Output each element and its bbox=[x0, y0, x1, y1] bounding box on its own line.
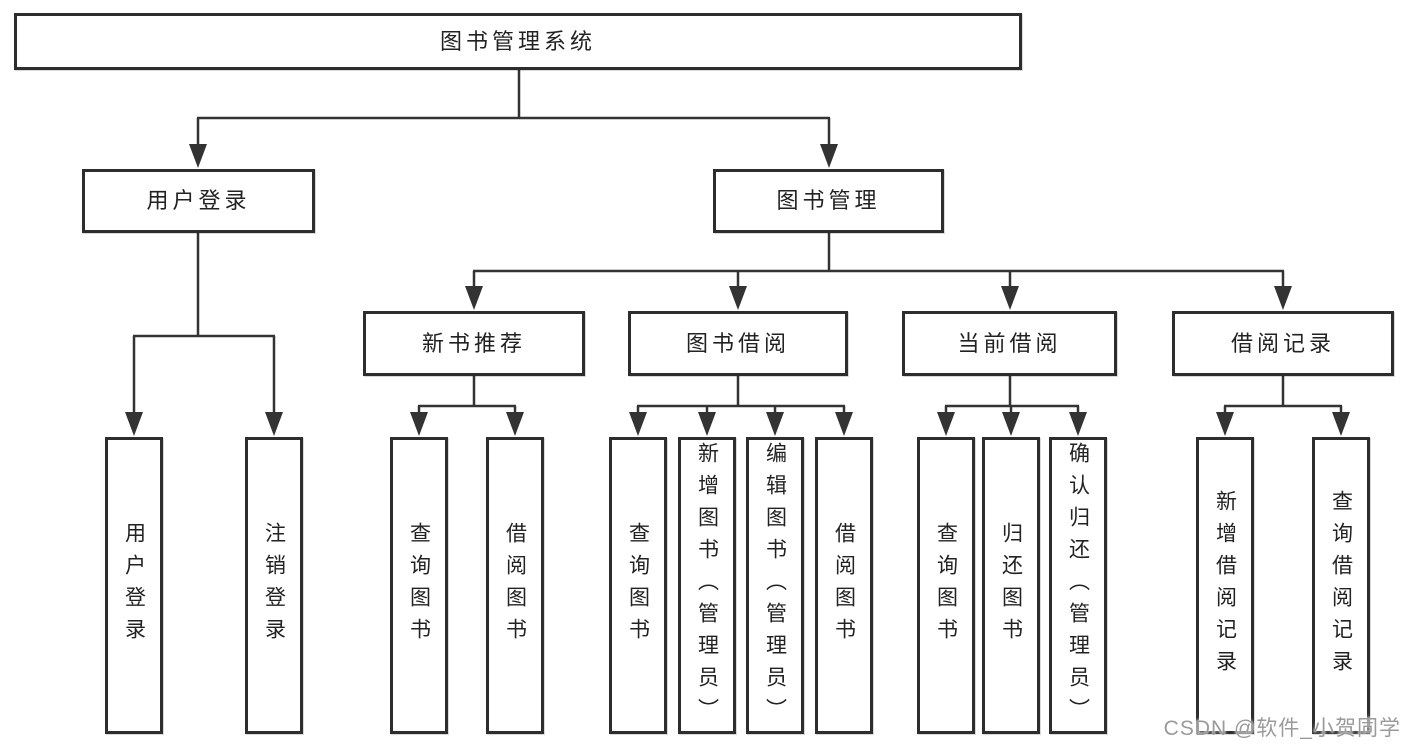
arrow-down-icon bbox=[698, 412, 716, 436]
leaf-query-borrow-record-label: 查询借阅记录 bbox=[1329, 489, 1353, 682]
arrow-down-icon bbox=[937, 412, 955, 436]
leaf-add-borrow-record: 新增借阅记录 bbox=[1196, 437, 1254, 734]
leaf-borrow-books-2: 借阅图书 bbox=[815, 437, 873, 734]
arrow-down-icon bbox=[1332, 412, 1350, 436]
node-user-login: 用户登录 bbox=[82, 169, 315, 233]
node-new-book-recommend-label: 新书推荐 bbox=[421, 330, 526, 356]
leaf-edit-books-admin: 编辑图书（管理员） bbox=[746, 437, 804, 734]
arrow-down-icon bbox=[265, 412, 283, 436]
leaf-borrow-books-1: 借阅图书 bbox=[486, 437, 544, 734]
node-book-borrow-label: 图书借阅 bbox=[685, 330, 790, 356]
leaf-edit-books-admin-label: 编辑图书（管理员） bbox=[763, 441, 787, 730]
node-borrow-records: 借阅记录 bbox=[1172, 311, 1394, 376]
arrow-down-icon bbox=[835, 412, 853, 436]
connector-records-to-leaves bbox=[1223, 376, 1343, 414]
connector-newbook-to-leaves bbox=[417, 376, 517, 414]
arrow-down-icon bbox=[1002, 412, 1020, 436]
csdn-watermark: CSDN @软件_小贺同学 bbox=[1163, 717, 1401, 740]
leaf-return-books-label: 归还图书 bbox=[999, 521, 1023, 650]
leaf-query-books-1: 查询图书 bbox=[390, 437, 448, 734]
node-new-book-recommend: 新书推荐 bbox=[363, 311, 585, 376]
arrow-down-icon bbox=[410, 412, 428, 436]
arrow-down-icon bbox=[189, 144, 207, 168]
leaf-logout: 注销登录 bbox=[245, 437, 303, 734]
leaf-confirm-return-admin: 确认归还（管理员） bbox=[1049, 437, 1107, 734]
leaf-logout-label: 注销登录 bbox=[262, 521, 286, 650]
arrow-down-icon bbox=[465, 286, 483, 310]
node-current-borrow: 当前借阅 bbox=[902, 311, 1117, 376]
leaf-query-books-3: 查询图书 bbox=[917, 437, 975, 734]
node-book-borrow: 图书借阅 bbox=[628, 311, 848, 376]
arrowheads bbox=[125, 144, 1350, 436]
arrow-down-icon bbox=[506, 412, 524, 436]
connector-root-to-level2 bbox=[196, 69, 831, 146]
leaf-query-books-2-label: 查询图书 bbox=[626, 521, 650, 650]
leaf-add-borrow-record-label: 新增借阅记录 bbox=[1213, 489, 1237, 682]
node-book-management: 图书管理 bbox=[713, 169, 944, 233]
leaf-confirm-return-admin-label: 确认归还（管理员） bbox=[1066, 441, 1090, 730]
arrow-down-icon bbox=[1216, 412, 1234, 436]
arrow-down-icon bbox=[766, 412, 784, 436]
leaf-user-login-label: 用户登录 bbox=[122, 521, 146, 650]
leaf-borrow-books-2-label: 借阅图书 bbox=[832, 521, 856, 650]
connector-borrowmod-to-leaves bbox=[636, 376, 846, 414]
leaf-query-borrow-record: 查询借阅记录 bbox=[1312, 437, 1370, 734]
arrow-down-icon bbox=[125, 412, 143, 436]
leaf-query-books-1-label: 查询图书 bbox=[407, 521, 431, 650]
arrow-down-icon bbox=[1001, 286, 1019, 310]
leaf-add-books-admin-label: 新增图书（管理员） bbox=[695, 441, 719, 730]
leaf-borrow-books-1-label: 借阅图书 bbox=[503, 521, 527, 650]
leaf-return-books: 归还图书 bbox=[982, 437, 1040, 734]
node-root: 图书管理系统 bbox=[14, 13, 1022, 70]
connector-userlogin-to-leaves bbox=[132, 232, 276, 414]
arrow-down-icon bbox=[729, 286, 747, 310]
connector-current-to-leaves bbox=[944, 376, 1080, 414]
node-root-label: 图书管理系统 bbox=[439, 28, 596, 54]
leaf-user-login: 用户登录 bbox=[105, 437, 163, 734]
connector-bookmgmt-to-level3 bbox=[472, 232, 1285, 288]
arrow-down-icon bbox=[1274, 286, 1292, 310]
node-book-management-label: 图书管理 bbox=[776, 188, 881, 213]
leaf-query-books-2: 查询图书 bbox=[609, 437, 667, 734]
arrow-down-icon bbox=[629, 412, 647, 436]
node-current-borrow-label: 当前借阅 bbox=[957, 330, 1062, 356]
leaf-add-books-admin: 新增图书（管理员） bbox=[678, 437, 736, 734]
node-user-login-label: 用户登录 bbox=[146, 188, 251, 213]
arrow-down-icon bbox=[1069, 412, 1087, 436]
node-borrow-records-label: 借阅记录 bbox=[1230, 330, 1335, 356]
leaf-query-books-3-label: 查询图书 bbox=[934, 521, 958, 650]
arrow-down-icon bbox=[820, 144, 838, 168]
